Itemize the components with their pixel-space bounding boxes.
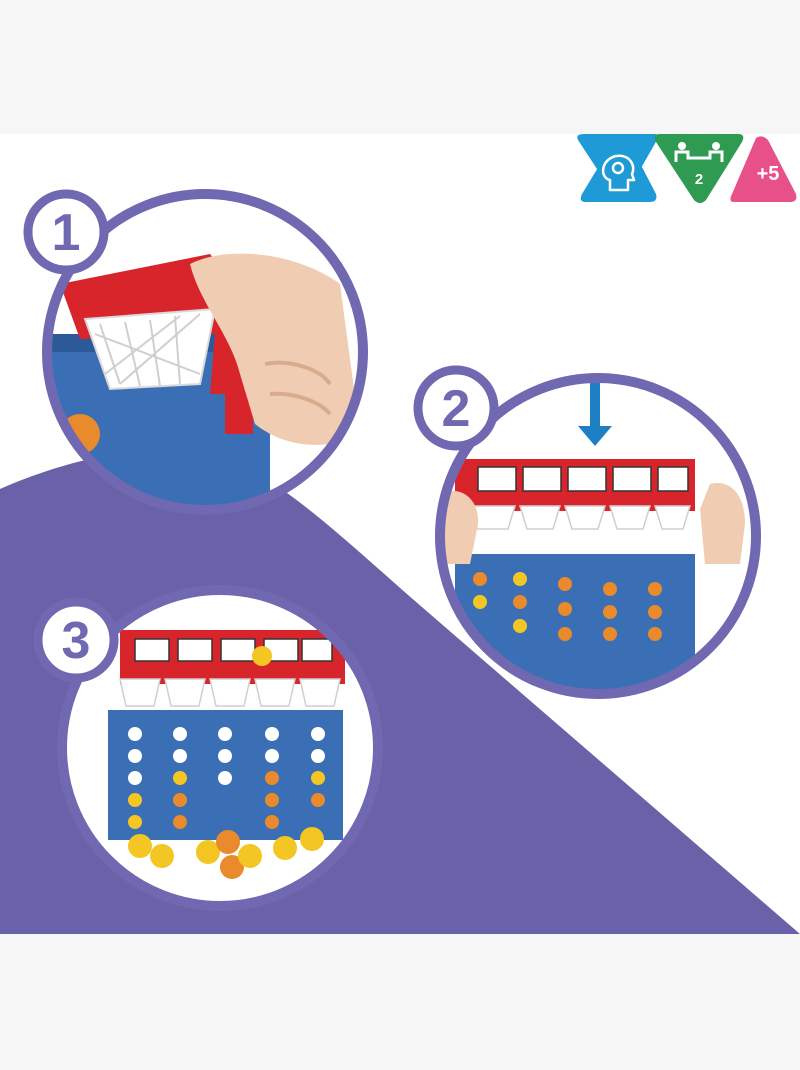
players-count: 2 xyxy=(695,171,703,188)
badge-row: 2 +5 xyxy=(580,134,797,203)
step-1-photo xyxy=(47,253,360,510)
step-1-number: 1 xyxy=(52,204,81,262)
white-band: 1 xyxy=(0,134,800,934)
step-2-panel: 2 xyxy=(413,365,761,699)
down-arrow-icon xyxy=(578,378,612,446)
brain-gear-icon xyxy=(580,136,657,202)
step-3-panel: 3 xyxy=(33,585,383,911)
step-1-panel: 1 xyxy=(23,189,368,515)
step-3-photo xyxy=(108,630,345,879)
age-icon: +5 xyxy=(730,136,797,202)
step-3-number: 3 xyxy=(62,612,91,670)
two-players-icon: 2 xyxy=(654,134,744,203)
age-label: +5 xyxy=(757,163,780,185)
step-2-number: 2 xyxy=(442,380,471,438)
instruction-graphic: 1 xyxy=(0,134,800,934)
